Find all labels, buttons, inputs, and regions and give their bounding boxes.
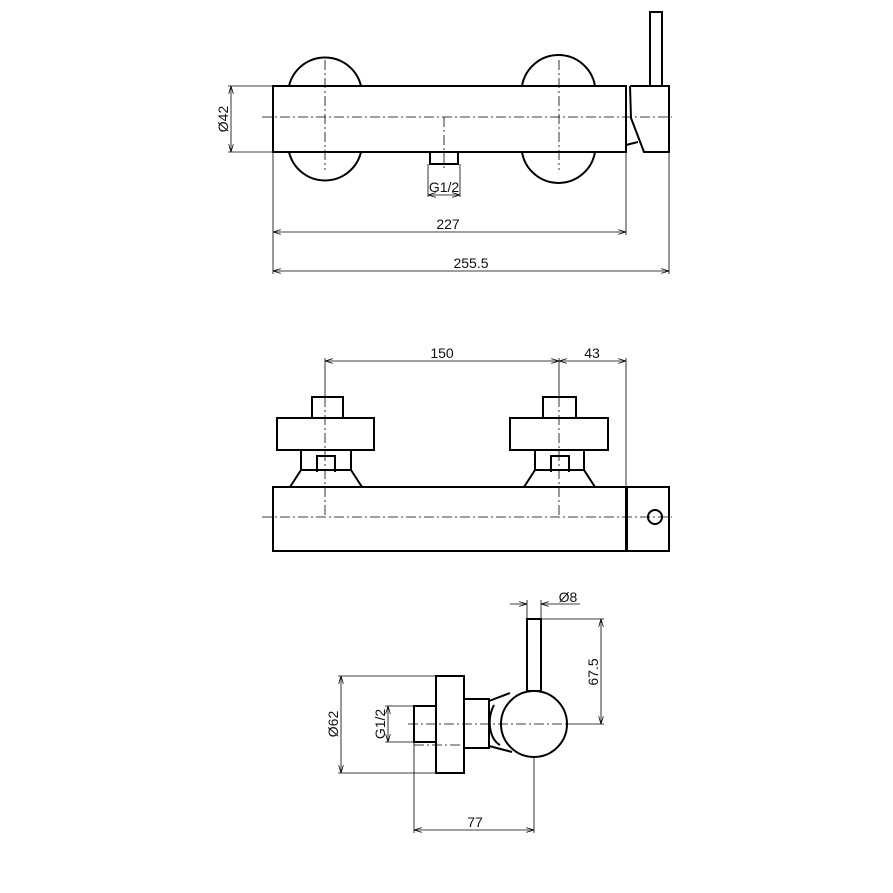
outlet — [429, 152, 459, 165]
top-view: Ø42 G1/2 227 255.5 — [215, 11, 672, 274]
inlet-thread-label: G1/2 — [372, 709, 388, 740]
outlet-thread-label: G1/2 — [429, 179, 460, 195]
mixer-body — [272, 486, 627, 552]
escutcheon-left — [276, 417, 375, 451]
lever-height-label: 67.5 — [585, 658, 601, 685]
lever — [649, 11, 663, 87]
connector-right — [523, 450, 596, 488]
neck — [464, 692, 513, 753]
knob-right — [542, 396, 577, 419]
diameter-42-label: Ø42 — [215, 106, 231, 133]
mixer-body — [272, 85, 627, 153]
handle-cap — [626, 486, 670, 552]
handle-cap — [625, 85, 670, 153]
connector-left — [289, 450, 363, 488]
total-length-label: 255.5 — [453, 255, 488, 271]
escutcheon-left — [288, 56, 362, 182]
cap-offset-label: 43 — [584, 345, 600, 361]
plate-diameter-label: Ø62 — [325, 711, 341, 738]
front-view: 150 43 — [262, 345, 672, 552]
center-distance-label: 150 — [430, 345, 454, 361]
body-length-label: 227 — [436, 216, 460, 232]
escutcheon-right — [521, 54, 596, 184]
depth-label: 77 — [467, 814, 483, 830]
lever-diameter-label: Ø8 — [559, 589, 578, 605]
wall-plate — [435, 675, 465, 774]
side-view: Ø8 67.5 Ø62 G1/2 77 — [325, 589, 604, 833]
lever — [526, 618, 542, 692]
knob-left — [311, 396, 344, 419]
